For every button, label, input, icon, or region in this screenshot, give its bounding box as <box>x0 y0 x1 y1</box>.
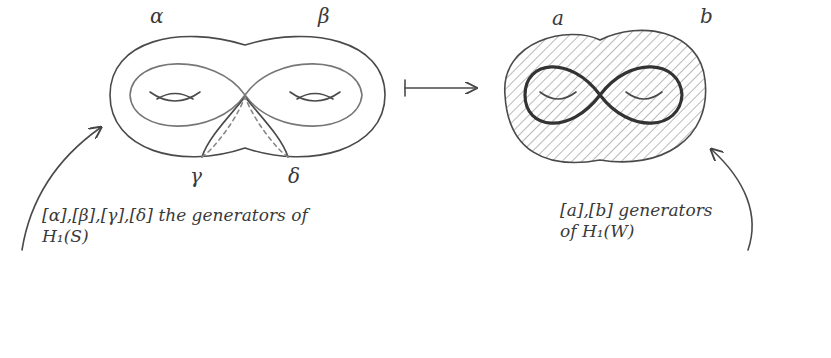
handle-hole <box>540 92 576 99</box>
loop-label: a <box>552 6 564 31</box>
note-text: [α],[β],[γ],[δ] the generators of H₁(S) <box>42 205 342 248</box>
delta-loop <box>245 97 288 157</box>
handle-hole <box>150 92 200 101</box>
handle-hole <box>297 94 333 100</box>
maps-to-arrow <box>405 87 475 89</box>
handle-hole <box>157 94 193 100</box>
gamma-loop <box>202 97 245 157</box>
loop-label: δ <box>288 164 300 189</box>
delta-loop <box>245 97 288 157</box>
loop-label: b <box>700 4 713 29</box>
handle-hole <box>290 92 340 101</box>
note-text: [a],[b] generators of H₁(W) <box>560 200 730 243</box>
handle-hole <box>626 92 662 99</box>
loop-label: γ <box>190 164 202 189</box>
shaded-surface <box>505 30 706 162</box>
gamma-loop <box>202 97 245 157</box>
callout-arrow <box>712 150 752 250</box>
loop-label: α <box>150 4 164 29</box>
surface-outline <box>110 37 385 157</box>
figure-eight <box>525 67 682 123</box>
loop-label: β <box>318 4 330 29</box>
